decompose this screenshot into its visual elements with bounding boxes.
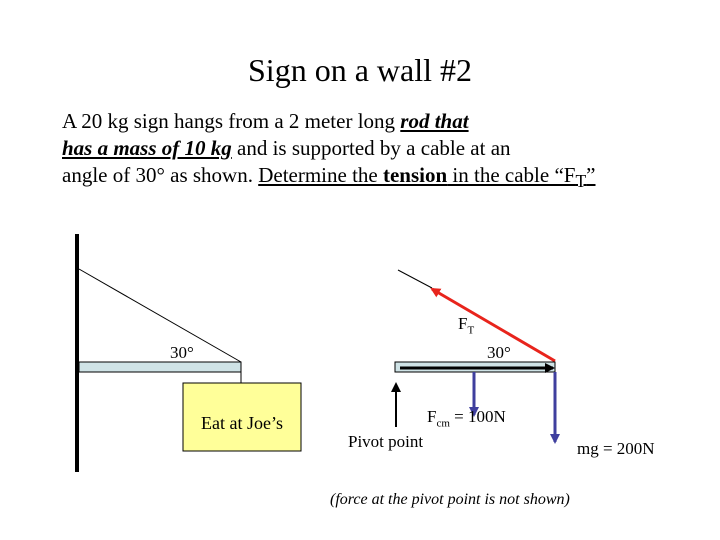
problem-statement: A 20 kg sign hangs from a 2 meter long r… bbox=[62, 108, 702, 195]
tension-label: FT bbox=[458, 314, 475, 337]
pivot-label: Pivot point bbox=[348, 432, 424, 451]
rod-mass-emphasis: has a mass of 10 kg bbox=[62, 136, 232, 160]
sign-board bbox=[182, 382, 302, 452]
support-cable bbox=[78, 268, 242, 363]
slide-title: Sign on a wall #2 bbox=[248, 52, 472, 88]
pivot-force-note: (force at the pivot point is not shown) bbox=[330, 491, 570, 508]
problem-text: angle of 30° as shown. bbox=[62, 163, 259, 187]
mg-label: mg = 200N bbox=[577, 439, 655, 458]
left-angle-label: 30° bbox=[170, 343, 194, 362]
problem-line-3: angle of 30° as shown. Determine the ten… bbox=[62, 162, 702, 195]
problem-text: and is supported by a cable at an bbox=[231, 136, 511, 160]
fcm-label: Fcm = 100N bbox=[427, 407, 506, 430]
tension-emphasis: tension bbox=[382, 163, 448, 187]
sign-text: Eat at Joe’s bbox=[201, 413, 283, 433]
problem-line-1: A 20 kg sign hangs from a 2 meter long r… bbox=[62, 108, 702, 135]
cable-direction-line bbox=[397, 269, 433, 289]
tension-arrow bbox=[430, 287, 556, 363]
question-text: Determine the tension in the cable “FT” bbox=[258, 163, 596, 192]
fbd-angle-label: 30° bbox=[487, 343, 511, 362]
rod bbox=[78, 361, 242, 373]
problem-line-2: has a mass of 10 kg and is supported by … bbox=[62, 135, 702, 162]
problem-text: A 20 kg sign hangs from a 2 meter long bbox=[62, 109, 401, 133]
rod-mass-emphasis: rod that bbox=[400, 109, 469, 133]
